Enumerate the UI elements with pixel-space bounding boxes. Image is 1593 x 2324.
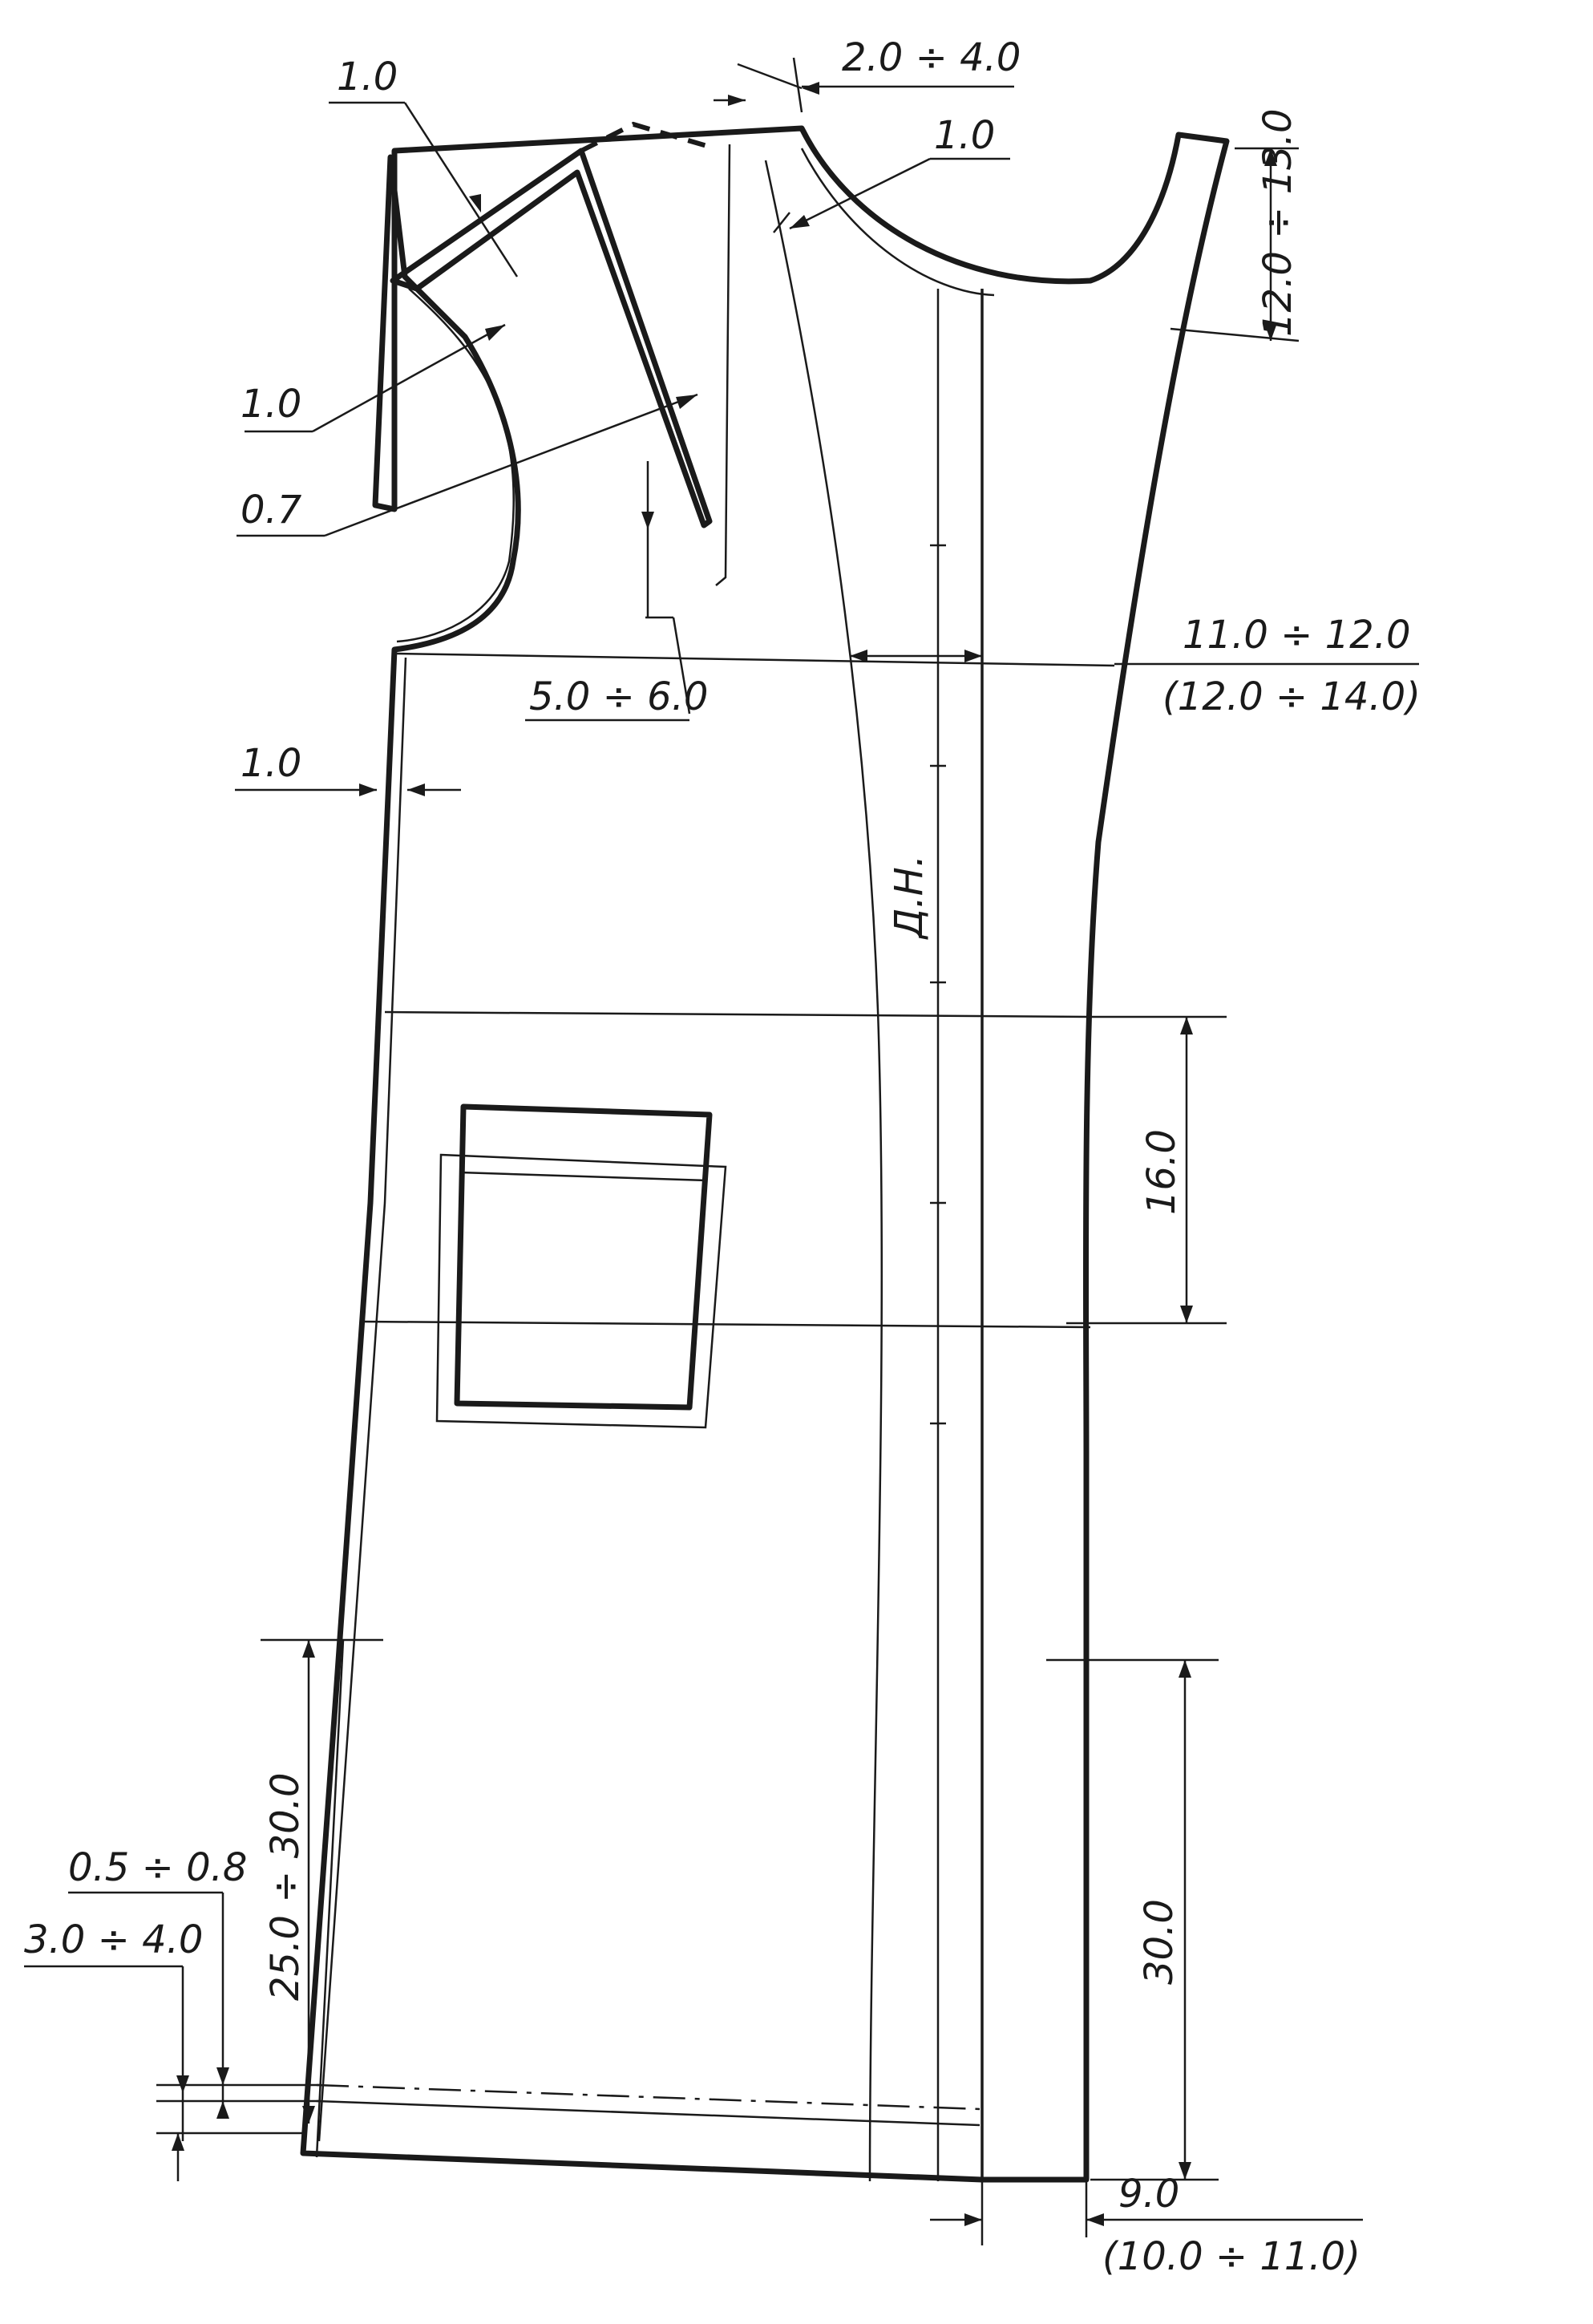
dim-neck-depth: [1170, 147, 1300, 342]
label-armhole-upper: 1.0: [241, 382, 301, 427]
label-pocket-band: 16.0: [1139, 1129, 1184, 1215]
shoulder-dashed-line: [580, 121, 716, 153]
hip-line: [362, 1320, 1091, 1329]
shoulder-inner-allowance: [715, 144, 731, 586]
dim-bust-offset: [850, 650, 1419, 666]
label-bottom-offset: 9.0: [1118, 2172, 1179, 2217]
neckline-inner-allowance: [800, 148, 995, 297]
dim-side: [235, 783, 461, 796]
dim-hem: [24, 1965, 305, 2181]
label-hem-small: 0.5 ÷ 0.8: [68, 1845, 247, 1890]
front-panel-outline: [300, 125, 1230, 2183]
dim-dart-depth: [525, 461, 691, 722]
pocket-allowance-outline: [435, 1153, 727, 1429]
dim-dart-top: [714, 57, 1014, 113]
dim-armhole-upper: [245, 323, 506, 433]
label-side: 1.0: [241, 741, 301, 786]
dim-lower-height: [1046, 1658, 1219, 2181]
label-dart-depth: 5.0 ÷ 6.0: [529, 674, 708, 719]
shoulder-strap-outline: [390, 148, 713, 528]
side-inner-allowance: [317, 657, 407, 2142]
waist-line: [384, 1010, 1091, 1018]
dim-shoulder: [329, 101, 519, 277]
hem-inner-line: [316, 2099, 980, 2127]
front-side-curve: [764, 160, 883, 2182]
pocket-outline: [454, 1103, 713, 1411]
label-bottom-offset-alt: (10.0 ÷ 11.0): [1102, 2234, 1361, 2279]
label-shoulder: 1.0: [337, 55, 398, 99]
label-armhole-lower: 0.7: [241, 488, 302, 532]
dim-bottom-offset: [930, 2180, 1363, 2245]
armhole-inner-allowance: [396, 288, 515, 643]
label-hem: 3.0 ÷ 4.0: [24, 1917, 203, 1962]
label-center-line: Д.Н.: [887, 855, 932, 940]
bust-line: [396, 652, 1115, 667]
label-dart-top: 2.0 ÷ 4.0: [842, 35, 1021, 80]
pocket-fold-line: [459, 1171, 708, 1182]
label-lower-height: 30.0: [1137, 1899, 1182, 1985]
label-slit: 25.0 ÷ 30.0: [263, 1773, 308, 2001]
dim-neckline: [773, 157, 1010, 233]
label-bust-offset-alt: (12.0 ÷ 14.0): [1162, 674, 1421, 719]
label-neck-depth: 12.0 ÷ 13.0: [1255, 109, 1300, 337]
dim-pocket-band: [1066, 1015, 1227, 1325]
label-bust-offset: 11.0 ÷ 12.0: [1183, 613, 1410, 658]
dim-armhole-lower: [237, 393, 698, 537]
label-neckline: 1.0: [934, 113, 995, 158]
dim-slit: [261, 1638, 383, 2124]
slit-edge-line: [315, 1639, 345, 2158]
center-tick-marks: [930, 544, 946, 1425]
